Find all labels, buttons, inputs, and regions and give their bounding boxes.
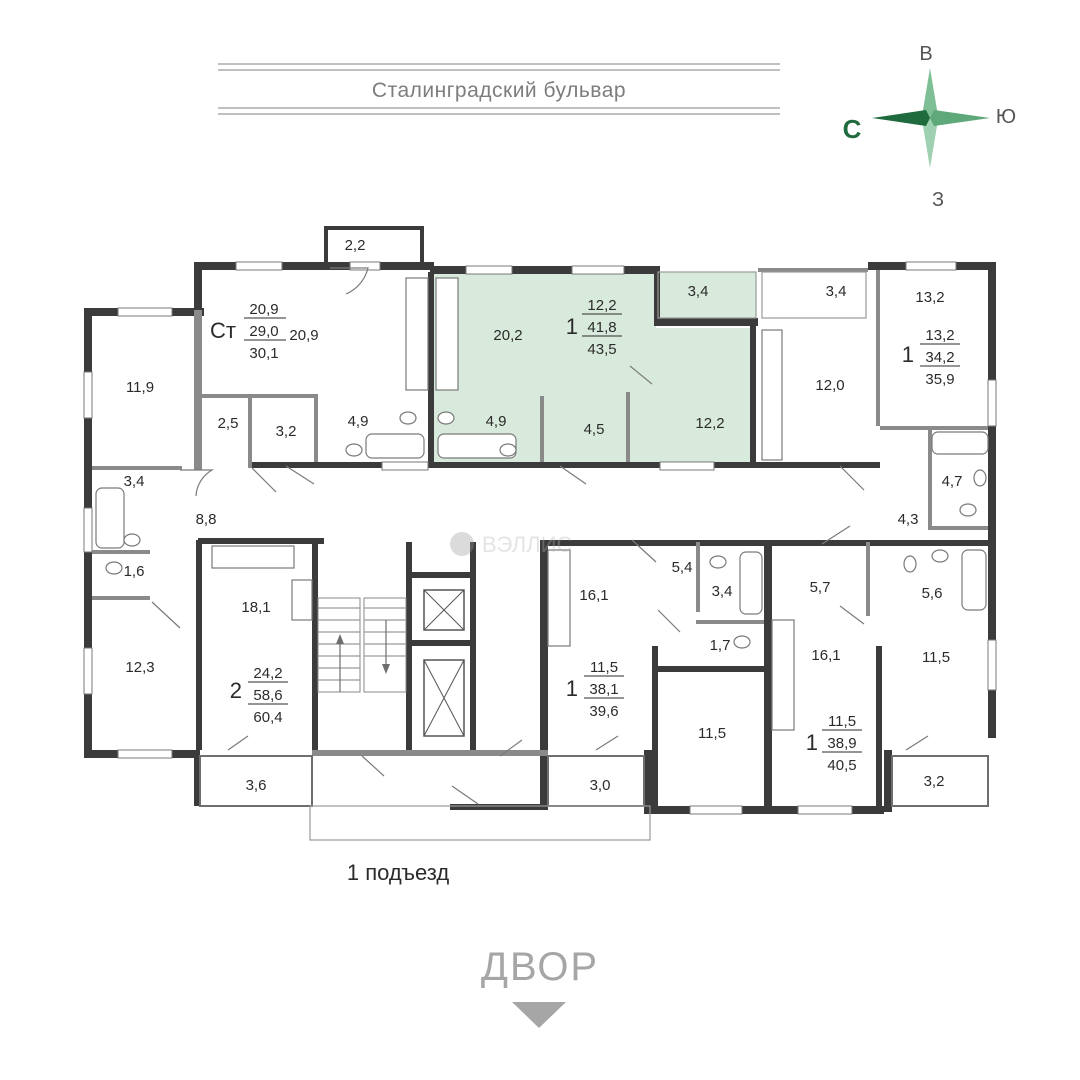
room-area: 13,2 — [915, 289, 944, 306]
apartment-total-area: 38,9 — [827, 735, 856, 752]
room-area: 3,4 — [688, 283, 709, 300]
apartment-one-b-label: 1 13,2 34,2 35,9 — [902, 327, 960, 388]
apartment-total-area: 34,2 — [925, 349, 954, 366]
apartment-rooms-count: 1 — [806, 730, 818, 755]
fixtures — [95, 277, 989, 731]
room-area: 4,7 — [942, 473, 963, 490]
room-area: 2,2 — [345, 237, 366, 254]
apartment-living-area: 13,2 — [925, 327, 954, 344]
room-area: 8,8 — [196, 511, 217, 528]
room-area: 4,9 — [486, 413, 507, 430]
room-area: 11,9 — [126, 379, 154, 396]
room-area: 20,9 — [289, 327, 318, 344]
compass-south: Ю — [996, 106, 1016, 128]
room-area: 11,5 — [698, 725, 726, 742]
apartment-living-area: 24,2 — [253, 665, 282, 682]
apartment-rooms-count: 1 — [566, 314, 578, 339]
room-area: 4,3 — [898, 511, 919, 528]
room-area: 3,4 — [826, 283, 847, 300]
room-area: 3,2 — [276, 423, 297, 440]
yard-arrow-icon — [512, 1002, 566, 1028]
stairwell — [317, 597, 407, 693]
yard-label: ДВОР — [481, 945, 599, 989]
interior-walls — [92, 270, 990, 810]
apartment-living-area: 20,9 — [249, 301, 278, 318]
apartment-total-area: 38,1 — [589, 681, 618, 698]
room-area: 3,4 — [712, 583, 733, 600]
room-labels: 2,2 20,9 20,2 3,4 3,4 13,2 11,9 2,5 3,2 … — [124, 237, 963, 794]
apartment-rooms-count: 2 — [230, 678, 242, 703]
highlighted-apartment — [432, 272, 756, 462]
room-area: 5,6 — [922, 585, 943, 602]
apartment-full-area: 43,5 — [587, 341, 616, 358]
apartment-full-area: 35,9 — [925, 371, 954, 388]
apartment-full-area: 30,1 — [249, 345, 278, 362]
apartment-total-area: 58,6 — [253, 687, 282, 704]
room-area: 3,6 — [246, 777, 267, 794]
room-area: 11,5 — [922, 649, 950, 666]
room-area: 3,0 — [590, 777, 611, 794]
apartment-living-area: 11,5 — [828, 713, 856, 730]
elevators — [423, 589, 465, 737]
apartment-living-area: 11,5 — [590, 659, 618, 676]
apartment-total-area: 29,0 — [249, 323, 278, 340]
room-area: 12,2 — [695, 415, 724, 432]
apartment-rooms-count: 1 — [566, 676, 578, 701]
room-area: 12,3 — [125, 659, 154, 676]
room-area: 1,6 — [124, 563, 145, 580]
room-area: 4,9 — [348, 413, 369, 430]
room-area: 1,7 — [710, 637, 731, 654]
svg-text:ВЭЛЛИС: ВЭЛЛИС — [482, 532, 572, 557]
balconies — [199, 271, 989, 841]
room-area: 2,5 — [218, 415, 239, 432]
apartment-one-c-label: 1 11,5 38,1 39,6 — [566, 659, 624, 720]
apartment-one-a-label: 1 12,2 41,8 43,5 — [566, 297, 622, 358]
room-area: 5,7 — [810, 579, 831, 596]
windows — [83, 261, 997, 815]
street-name: Сталинградский бульвар — [372, 79, 626, 102]
room-area: 12,0 — [815, 377, 844, 394]
room-area: 16,1 — [579, 587, 608, 604]
apartment-one-d-label: 1 11,5 38,9 40,5 — [806, 713, 862, 774]
apartment-two-a-label: 2 24,2 58,6 60,4 — [230, 665, 288, 726]
room-area: 4,5 — [584, 421, 605, 438]
compass-east: В — [919, 43, 932, 65]
apartment-full-area: 39,6 — [589, 703, 618, 720]
apartment-full-area: 60,4 — [253, 709, 282, 726]
room-area: 16,1 — [811, 647, 840, 664]
entrance-label: 1 подъезд — [347, 860, 449, 885]
apartment-rooms-count: Ст — [210, 318, 236, 343]
room-area: 3,4 — [124, 473, 145, 490]
doors — [151, 267, 929, 805]
apartment-living-area: 12,2 — [587, 297, 616, 314]
compass: В Ю З С — [843, 43, 1017, 211]
room-area: 18,1 — [241, 599, 270, 616]
apartment-studio-label: Ст 20,9 29,0 30,1 — [210, 301, 286, 362]
apartment-full-area: 40,5 — [827, 757, 856, 774]
apartment-total-area: 41,8 — [587, 319, 616, 336]
compass-north: С — [843, 114, 862, 144]
compass-west: З — [932, 189, 944, 211]
apartment-rooms-count: 1 — [902, 342, 914, 367]
street-header: Сталинградский бульвар — [218, 63, 780, 115]
room-area: 3,2 — [924, 773, 945, 790]
room-area: 20,2 — [493, 327, 522, 344]
watermark: ВЭЛЛИС — [450, 532, 572, 557]
room-area: 5,4 — [672, 559, 693, 576]
